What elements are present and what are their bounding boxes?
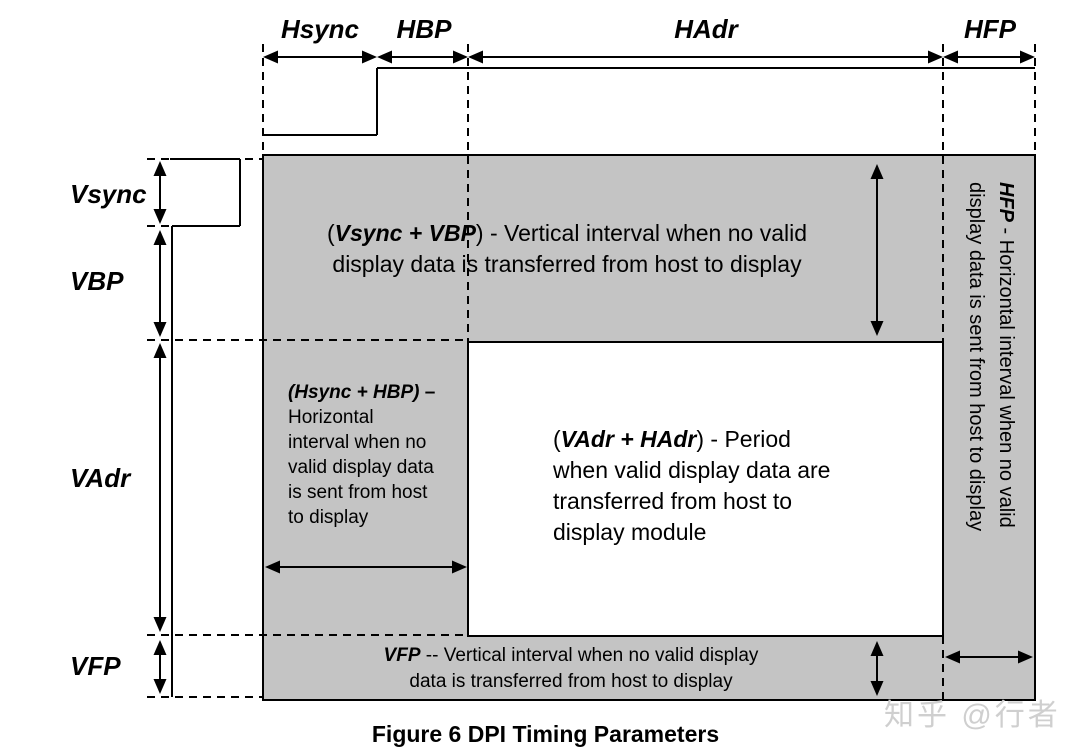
hbp-label: HBP xyxy=(396,14,452,44)
vertical-blanking-line1: (Vsync + VBP) - Vertical interval when n… xyxy=(326,220,808,246)
vfp-extent-arrow-head-top xyxy=(870,641,884,656)
horizontal-blanking-extent-arrow-head-right xyxy=(452,560,467,574)
horizontal-blanking-line4: valid display data xyxy=(288,457,434,478)
vfp-label: VFP xyxy=(70,651,121,681)
vsync-span-arrow-head-top xyxy=(153,161,167,176)
watermark: 知乎 @行者 xyxy=(884,699,1061,732)
vfp-strip-line2: data is transferred from host to display xyxy=(409,671,733,692)
vfp-span-arrow-head-top xyxy=(153,640,167,655)
active-area-line2: when valid display data are xyxy=(553,457,831,483)
vsync-label: Vsync xyxy=(70,179,147,209)
hbp-span-arrow-head-left xyxy=(377,50,392,64)
vbp-span-arrow-head-bottom xyxy=(153,322,167,337)
vfp-span-arrow-head-bottom xyxy=(153,679,167,694)
horizontal-blanking-line5: is sent from host xyxy=(288,482,428,503)
hfp-span-arrow-head-right xyxy=(1020,50,1035,64)
horizontal-blanking-line2: Horizontal xyxy=(288,407,374,428)
hfp-column-line2: display data is sent from host to displa… xyxy=(965,182,987,532)
vsync-span-arrow-head-bottom xyxy=(153,209,167,224)
hfp-extent-arrow-head-left xyxy=(945,650,960,664)
vadr-span-arrow-head-bottom xyxy=(153,617,167,632)
active-area-line4: display module xyxy=(553,519,707,545)
horizontal-blanking-line1: (Hsync + HBP) – xyxy=(288,382,436,403)
vbp-span-arrow-head-top xyxy=(153,230,167,245)
vertical-blanking-text: (Vsync + VBP) - Vertical interval when n… xyxy=(273,218,861,280)
hfp-column-line1: HFP - Horizontal interval when no valid xyxy=(995,182,1017,528)
hfp-span-arrow-head-left xyxy=(943,50,958,64)
hbp-span-arrow-head-right xyxy=(453,50,468,64)
hfp-label: HFP xyxy=(964,14,1016,44)
hsync-span-arrow-head-right xyxy=(362,50,377,64)
hadr-span-arrow-head-right xyxy=(928,50,943,64)
vadr-label: VAdr xyxy=(70,463,131,493)
vfp-extent-arrow-head-bottom xyxy=(870,681,884,696)
active-area-text: (VAdr + HAdr) - Period when valid displa… xyxy=(553,424,908,548)
vertical-blanking-line2: display data is transferred from host to… xyxy=(332,251,802,277)
hsync-label: Hsync xyxy=(280,14,360,44)
hfp-column-text: HFP - Horizontal interval when no valid … xyxy=(961,182,1021,672)
horizontal-blanking-line6: to display xyxy=(288,507,369,528)
vadr-span-arrow-head-top xyxy=(153,343,167,358)
hadr-label: HAdr xyxy=(674,14,738,44)
vertical-blanking-extent-arrow-head-bottom xyxy=(870,321,884,336)
horizontal-blanking-extent-arrow-head-left xyxy=(265,560,280,574)
vfp-strip-line1: VFP -- Vertical interval when no valid d… xyxy=(383,645,759,666)
hadr-span-arrow-head-left xyxy=(468,50,483,64)
active-area-line1: (VAdr + HAdr) - Period xyxy=(553,426,791,452)
active-area-line3: transferred from host to xyxy=(553,488,793,514)
figure-caption: Figure 6 DPI Timing Parameters xyxy=(371,721,720,747)
vbp-label: VBP xyxy=(70,266,124,296)
vfp-strip-text: VFP -- Vertical interval when no valid d… xyxy=(265,643,877,695)
vertical-blanking-extent-arrow-head-top xyxy=(870,164,884,179)
hsync-span-arrow-head-left xyxy=(263,50,278,64)
active-area-box xyxy=(467,341,944,637)
hfp-extent-arrow-head-right xyxy=(1018,650,1033,664)
horizontal-blanking-text: (Hsync + HBP) – Horizontal interval when… xyxy=(288,380,468,530)
horizontal-blanking-line3: interval when no xyxy=(288,432,427,453)
